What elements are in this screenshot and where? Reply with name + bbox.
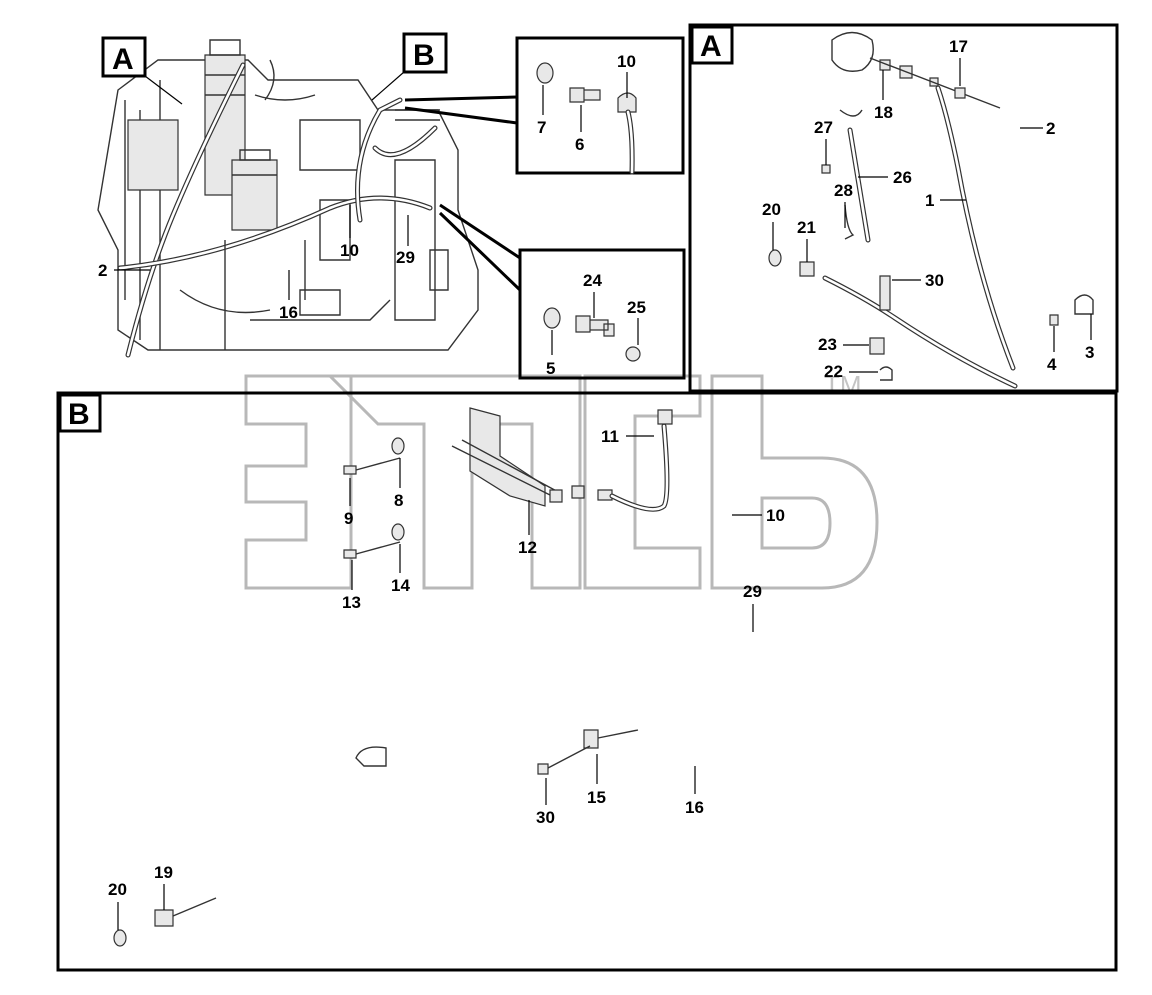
svg-text:B: B: [68, 398, 90, 431]
callout-28: 28: [834, 181, 853, 200]
overview-view-label-b: B: [371, 32, 448, 101]
watermark-logo: TM: [244, 370, 879, 590]
callout-6: 6: [575, 135, 584, 154]
detail-box-lower: 24 25 5: [518, 248, 686, 380]
callout-30: 30: [925, 271, 944, 290]
callout-17: 17: [949, 37, 968, 56]
svg-text:A: A: [112, 43, 134, 76]
callout-3: 3: [1085, 343, 1094, 362]
callout-29: 29: [743, 582, 762, 601]
callout-19: 19: [154, 863, 173, 882]
callout-2: 2: [98, 261, 107, 280]
callout-4: 4: [1047, 355, 1057, 374]
engine-overview: [97, 39, 479, 358]
callout-23: 23: [818, 335, 837, 354]
callout-16: 16: [279, 303, 298, 322]
callout-29: 29: [396, 248, 415, 267]
callout-18: 18: [874, 103, 893, 122]
callout-10: 10: [340, 241, 359, 260]
callout-1: 1: [925, 191, 934, 210]
callout-25: 25: [627, 298, 646, 317]
callout-13: 13: [342, 593, 361, 612]
callout-26: 26: [893, 168, 912, 187]
view-b-panel: B 11 8 9 12 10 14 13: [56, 391, 1118, 972]
callout-11: 11: [601, 427, 619, 446]
trademark-mark: TM: [824, 370, 862, 400]
callout-7: 7: [537, 118, 546, 137]
callout-20: 20: [108, 880, 127, 899]
callout-2: 2: [1046, 119, 1055, 138]
callout-10: 10: [617, 52, 636, 71]
callout-30: 30: [536, 808, 555, 827]
svg-text:B: B: [413, 39, 435, 72]
callout-12: 12: [518, 538, 537, 557]
callout-16: 16: [685, 798, 704, 817]
overview-callouts: 2 16 10 29: [98, 205, 415, 322]
callout-5: 5: [546, 359, 555, 378]
callout-22: 22: [824, 362, 843, 381]
callout-15: 15: [587, 788, 606, 807]
callout-9: 9: [344, 509, 353, 528]
callout-14: 14: [391, 576, 410, 595]
callout-8: 8: [394, 491, 403, 510]
detail-connectors: [404, 95, 522, 292]
svg-text:A: A: [700, 30, 722, 63]
overview-view-label-a: A: [101, 36, 183, 105]
callout-24: 24: [583, 271, 602, 290]
detail-box-upper: 10 7 6: [515, 36, 685, 175]
callout-10: 10: [766, 506, 785, 525]
view-a-panel: A 17 18 2 27 26 28 1: [688, 23, 1119, 393]
callout-27: 27: [814, 118, 833, 137]
callout-21: 21: [797, 218, 816, 237]
callout-20: 20: [762, 200, 781, 219]
